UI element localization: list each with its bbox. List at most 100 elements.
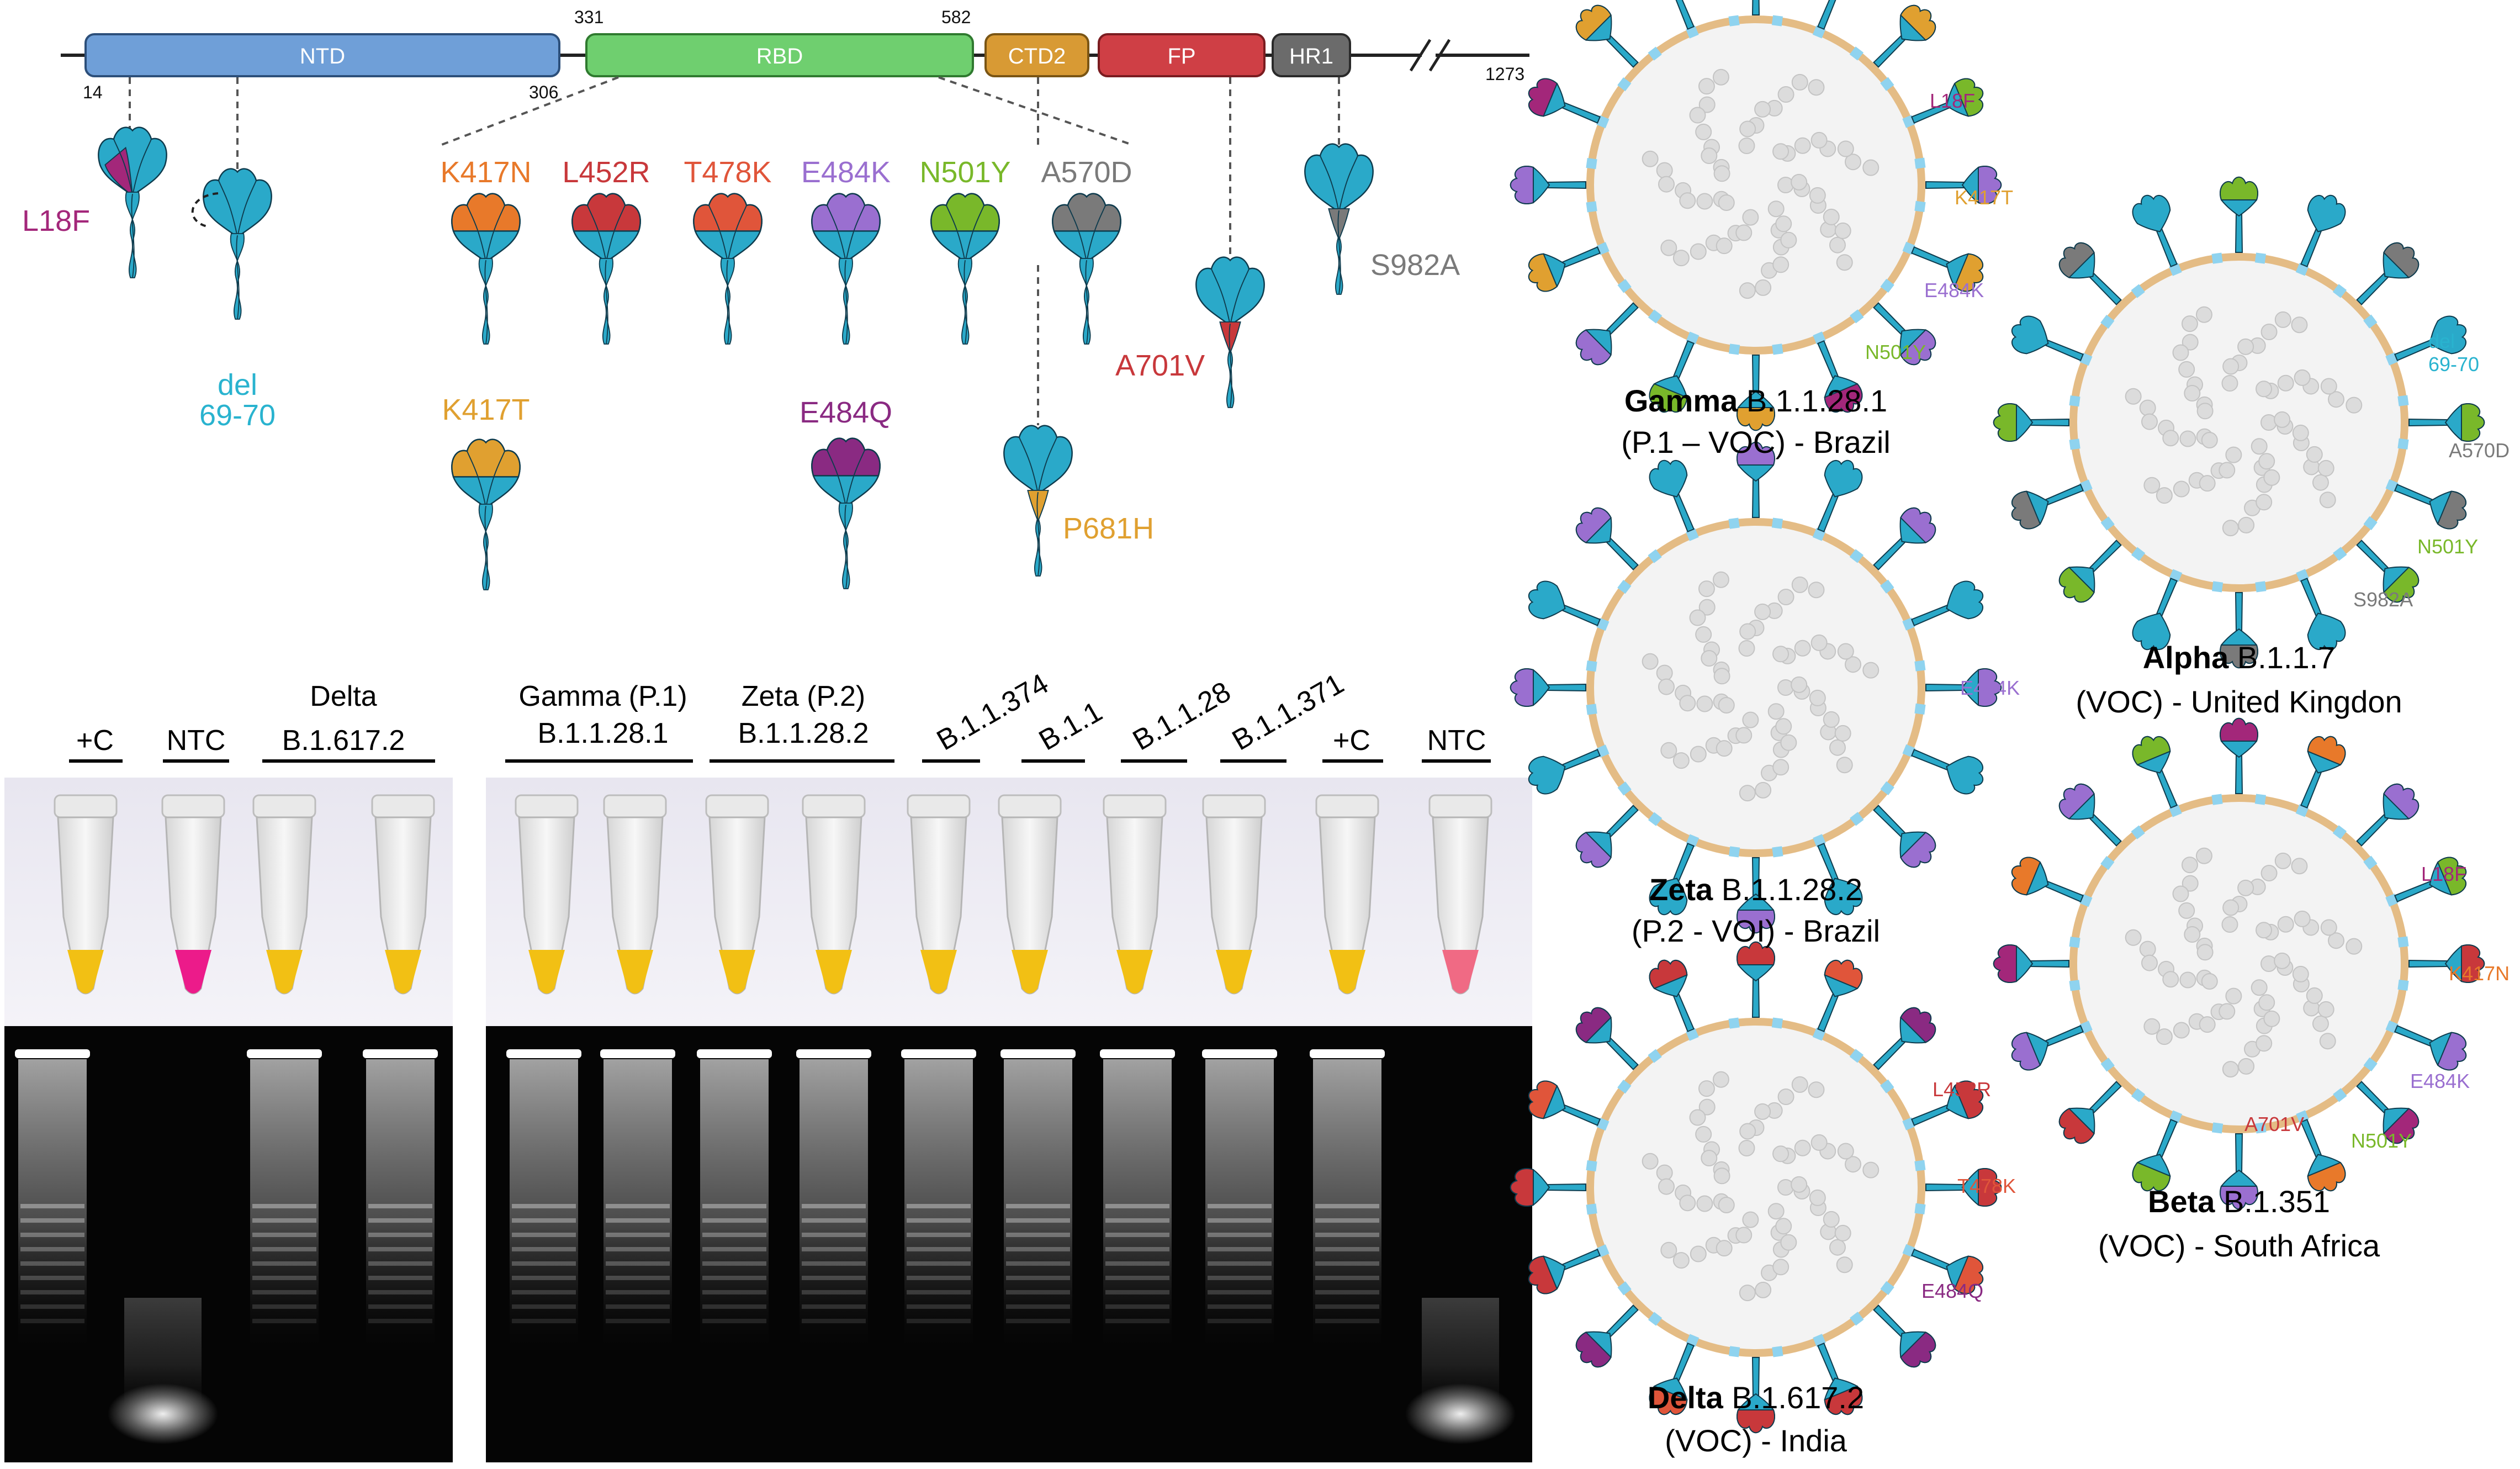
label-l18f: L18F — [22, 204, 90, 237]
label-n501y: N501Y — [919, 156, 1010, 189]
mutation-connectors — [129, 76, 1340, 425]
virus-spike — [2356, 783, 2420, 847]
hr1-domain — [1272, 33, 1351, 77]
gel-lane-left-1 — [15, 1049, 90, 1346]
caption-delta-lineage: B.1.617.2 — [1723, 1380, 1864, 1415]
gamma-mut-n501y: N501Y — [1865, 341, 1926, 363]
reaction-liquid — [1329, 950, 1365, 994]
label-a701v: A701V — [1115, 349, 1205, 382]
virus-spike — [1873, 507, 1936, 570]
virus-spike — [2220, 592, 2258, 669]
lane-label-b11371: B.1.1.371 — [1227, 668, 1349, 757]
viral-rna — [1642, 1071, 1880, 1302]
tube-right-7 — [1103, 794, 1167, 995]
alpha-mut-a570d: A570D — [2449, 439, 2510, 462]
reaction-liquid — [617, 950, 653, 994]
virus-spike — [2058, 242, 2122, 305]
virus-spike — [2356, 540, 2420, 603]
gamma-mut-e484k: E484K — [1924, 279, 1984, 302]
label-k417n: K417N — [440, 156, 531, 189]
virus-spike — [1528, 749, 1601, 795]
assay-panel-left: +C NTC Delta B.1.617.2 — [4, 680, 453, 1462]
spike-l452r — [571, 193, 641, 345]
virus-spike — [1817, 340, 1863, 413]
alpha-mut-s982a: S982A — [2353, 588, 2413, 611]
gel-lane-right-10 — [1405, 1298, 1516, 1444]
virus-spike — [1737, 1357, 1775, 1434]
spike-mutation-glyphs — [98, 126, 1374, 590]
gel-lane-right-7 — [1100, 1049, 1175, 1346]
label-69-70: 69-70 — [199, 399, 276, 432]
lane-label-b1128: B.1.1.28 — [1127, 675, 1236, 757]
label-e484k: E484K — [801, 156, 891, 189]
zeta-mut-e484k: E484K — [1960, 677, 2020, 699]
caption-alpha-lineage: B.1.1.7 — [2228, 640, 2335, 675]
lane-label-b11: B.1.1 — [1034, 695, 1108, 757]
virus-spike — [2394, 857, 2467, 902]
rbd-domain — [585, 33, 974, 77]
tube-right-9 — [1315, 794, 1379, 995]
virus-spike — [2220, 176, 2258, 253]
caption-gamma-name: Gamma — [1624, 383, 1738, 418]
gel-lane-left-4 — [363, 1049, 438, 1346]
virus-spike — [2300, 577, 2346, 651]
virus-spike — [2394, 484, 2467, 530]
virus-spike — [2300, 194, 2346, 268]
spike-p681h — [1003, 425, 1073, 577]
virus-spike — [2220, 717, 2258, 794]
axis-break-mark — [1428, 39, 1451, 72]
tube-right-4 — [802, 794, 866, 995]
virus-gamma — [1510, 0, 2002, 431]
virus-spike — [2356, 242, 2420, 305]
assay-panel-right: Gamma (P.1) B.1.1.28.1 Zeta (P.2) B.1.1.… — [486, 668, 1532, 1462]
virus-spike — [1910, 78, 1984, 124]
virus-spike — [1817, 1342, 1863, 1415]
reaction-liquid — [67, 950, 104, 994]
label-p681h: P681H — [1063, 512, 1154, 545]
delta-mut-l452r: L452R — [1933, 1078, 1991, 1101]
virus-spike — [2058, 1081, 2122, 1144]
caption-gamma: Gamma B.1.1.28.1 — [1624, 383, 1887, 418]
caption-beta-sub: (VOC) - South Africa — [2098, 1228, 2380, 1263]
viral-rna — [2125, 306, 2363, 537]
beta-mut-a701v: A701V — [2244, 1113, 2304, 1135]
tube-right-3 — [705, 794, 769, 995]
virus-spike — [2132, 1118, 2178, 1192]
virus-spike — [1993, 403, 2069, 442]
virus-spike — [1737, 857, 1775, 934]
position-582: 582 — [941, 7, 971, 27]
viral-envelope — [1586, 15, 1925, 355]
ntd-label: NTD — [300, 44, 345, 68]
virus-spike — [1672, 0, 1695, 30]
virus-spike — [2356, 1081, 2420, 1144]
viral-rna — [2125, 847, 2363, 1078]
tube-right-10 — [1428, 794, 1492, 995]
virus-spike — [1925, 166, 2002, 204]
virus-zeta — [1510, 441, 2002, 934]
virus-spike — [1575, 805, 1639, 868]
virus-spike — [2300, 1118, 2346, 1192]
caption-zeta-lineage: B.1.1.28.2 — [1713, 872, 1862, 907]
tube-right-2 — [603, 794, 667, 995]
virus-spike — [1737, 355, 1775, 431]
virus-spike — [2394, 1025, 2467, 1071]
lane-label-ntc-right: NTC — [1427, 725, 1486, 757]
spike-t478k — [693, 193, 763, 345]
hr1-label: HR1 — [1289, 44, 1333, 68]
alpha-mut-69-70: 69-70 — [2428, 353, 2479, 376]
virus-spike — [1873, 302, 1936, 366]
spike-domain-map: NTD RBD CTD2 FP HR1 14 306 331 582 1273 — [61, 7, 1529, 425]
position-1273: 1273 — [1485, 64, 1524, 84]
virus-delta — [1510, 941, 2002, 1434]
tube-left-2 — [161, 794, 225, 995]
gel-lane-right-1 — [506, 1049, 581, 1346]
virus-spike — [1575, 1007, 1639, 1070]
position-306: 306 — [529, 82, 558, 102]
lane-label-delta-lineage: B.1.617.2 — [282, 725, 405, 757]
virus-spike — [1575, 302, 1639, 366]
gel-lane-right-5 — [901, 1049, 976, 1346]
virus-beta — [1993, 717, 2485, 1210]
spike-l18f — [98, 126, 167, 278]
reaction-liquid — [1442, 950, 1479, 994]
spike-s982a — [1304, 143, 1374, 295]
